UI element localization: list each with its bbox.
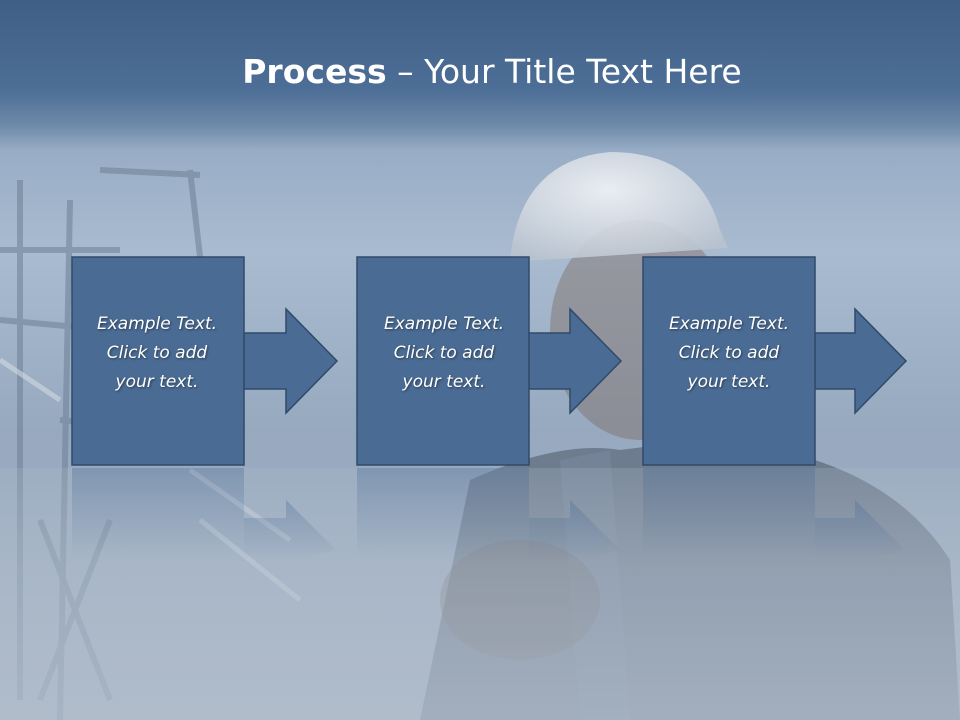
step-box	[356, 256, 530, 466]
step-reflections	[72, 468, 905, 560]
step-2-line-3: your text.	[402, 372, 486, 392]
process-step-1[interactable]	[71, 256, 339, 466]
step-3-text[interactable]: Example Text. Click to add your text.	[644, 310, 814, 397]
step-box	[71, 256, 245, 466]
step-1-line-2: Click to add	[106, 343, 208, 363]
step-1-line-3: your text.	[115, 372, 199, 392]
process-step-2[interactable]	[356, 256, 623, 466]
step-box	[642, 256, 816, 466]
title-bar	[0, 0, 960, 150]
step-3-line-3: your text.	[687, 372, 771, 392]
step-2-text[interactable]: Example Text. Click to add your text.	[359, 310, 529, 397]
step-1-line-1: Example Text.	[96, 314, 218, 334]
title-bold: Process	[242, 52, 387, 91]
step-3-line-1: Example Text.	[668, 314, 790, 334]
process-step-3[interactable]	[642, 256, 908, 466]
title-rest: – Your Title Text Here	[386, 52, 742, 91]
step-3-line-2: Click to add	[678, 343, 780, 363]
step-2-line-2: Click to add	[393, 343, 495, 363]
arrow-right-icon	[528, 307, 623, 415]
arrow-right-icon	[814, 307, 908, 415]
step-1-text[interactable]: Example Text. Click to add your text.	[72, 310, 242, 397]
arrow-right-icon	[243, 307, 339, 415]
slide-title[interactable]: Process – Your Title Text Here	[0, 52, 960, 91]
step-2-line-1: Example Text.	[383, 314, 505, 334]
